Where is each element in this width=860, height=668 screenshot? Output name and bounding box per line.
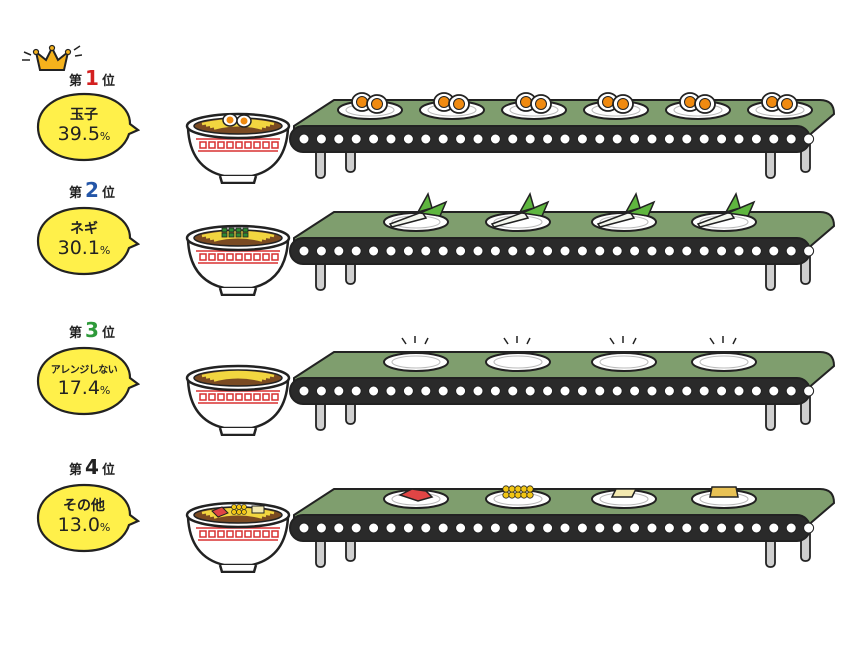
ramen-bowl-icon (185, 364, 291, 436)
ramen-bowl-icon (185, 112, 291, 184)
value-label: 30.1% (36, 237, 132, 259)
crown-icon (22, 44, 82, 71)
category-label: 玉子 (70, 107, 98, 123)
value-number: 17.4 (57, 377, 100, 399)
value-number: 39.5 (57, 123, 100, 145)
value-number: 30.1 (57, 237, 100, 259)
category-label: その他 (63, 498, 105, 514)
rank-number: 4 (85, 455, 99, 479)
rank-prefix: 第 (69, 326, 83, 341)
value-unit: % (99, 130, 111, 143)
value-unit: % (99, 244, 111, 257)
value-label: 39.5% (36, 123, 132, 145)
rank-number: 2 (85, 178, 99, 202)
rank-suffix: 位 (101, 326, 115, 341)
ramen-bowl-icon (185, 224, 291, 296)
value-label: 13.0% (36, 514, 132, 536)
rank-prefix: 第 (69, 186, 83, 201)
rank-suffix: 位 (101, 186, 115, 201)
value-number: 13.0 (57, 514, 100, 536)
category-label: アレンジしない (50, 365, 118, 376)
conveyor-belt (289, 336, 836, 431)
rank-prefix: 第 (69, 74, 83, 89)
rank-suffix: 位 (101, 74, 115, 89)
rank-suffix: 位 (101, 463, 115, 478)
value-label: 17.4% (36, 377, 132, 399)
conveyor-belt (289, 485, 836, 568)
category-label: ネギ (70, 221, 98, 237)
value-unit: % (99, 384, 111, 397)
rank-prefix: 第 (69, 463, 83, 478)
conveyor-belt (289, 192, 836, 291)
ramen-bowl-icon (185, 501, 291, 573)
value-unit: % (99, 521, 111, 534)
rank-number: 3 (85, 318, 99, 342)
conveyor-belt (289, 92, 836, 179)
rank-number: 1 (85, 66, 99, 90)
